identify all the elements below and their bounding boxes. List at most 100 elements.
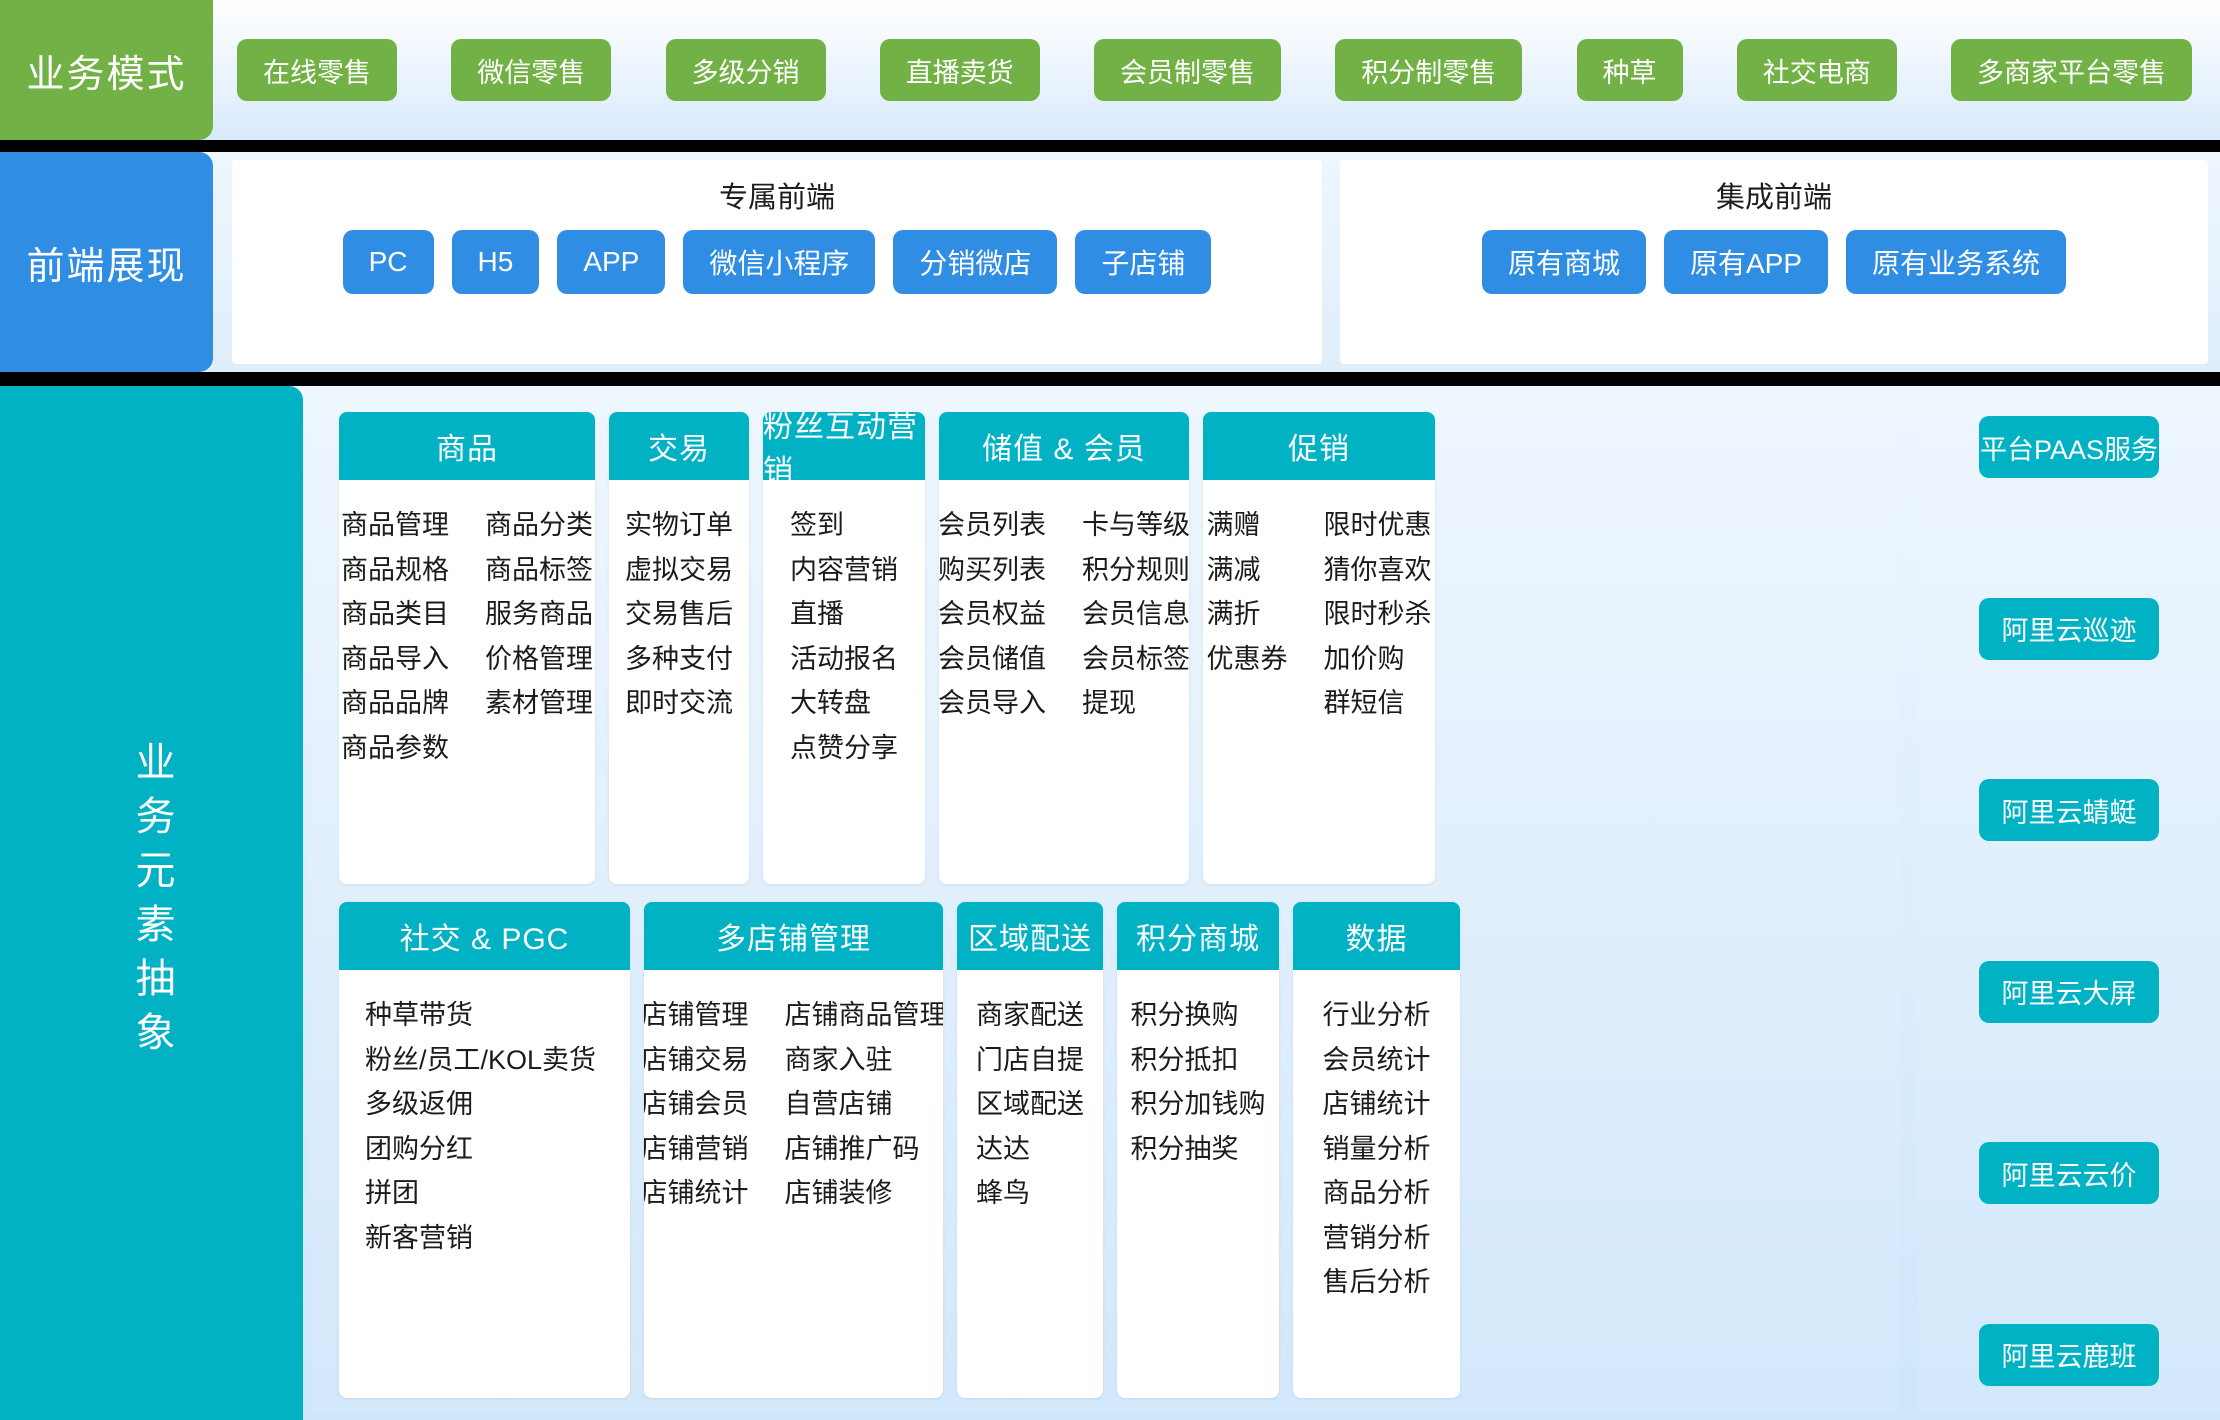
card-item[interactable]: 会员标签 (1082, 643, 1189, 674)
card-item[interactable]: 服务商品 (485, 599, 593, 630)
card-item[interactable]: 加价购 (1323, 643, 1405, 674)
card-item[interactable]: 交易售后 (625, 599, 733, 630)
card-item[interactable]: 销量分析 (1322, 1133, 1431, 1164)
card-item[interactable]: 商品分类 (485, 510, 593, 540)
card-item[interactable]: 团购分红 (365, 1133, 473, 1164)
card-item[interactable]: 会员信息 (1082, 599, 1189, 630)
frontend-chip[interactable]: 微信小程序 (683, 230, 876, 294)
card-item[interactable]: 购买列表 (939, 554, 1046, 585)
card-item[interactable]: 积分抽奖 (1130, 1133, 1239, 1164)
sidebar-item-yunjia[interactable]: 阿里云云价 (1979, 1142, 2159, 1205)
card-item[interactable]: 点赞分享 (790, 732, 898, 763)
card-item[interactable]: 会员储值 (939, 643, 1046, 674)
card-item[interactable]: 猜你喜欢 (1323, 554, 1432, 585)
card-item[interactable]: 店铺交易 (644, 1044, 749, 1075)
card-social-pgc[interactable]: 社交 & PGC 种草带货 粉丝/员工/KOL卖货 多级返佣 团购分红 拼团 新… (339, 902, 630, 1398)
card-item[interactable]: 限时秒杀 (1323, 599, 1432, 630)
card-item[interactable]: 店铺商品管理 (784, 1000, 944, 1030)
card-item[interactable]: 大转盘 (790, 688, 871, 719)
card-item[interactable]: 满减 (1206, 554, 1261, 585)
card-item[interactable]: 会员列表 (939, 510, 1046, 540)
card-item[interactable]: 种草带货 (365, 1000, 473, 1030)
card-item[interactable]: 即时交流 (625, 688, 733, 719)
card-item[interactable]: 商品规格 (341, 554, 449, 585)
card-item[interactable]: 积分抵扣 (1130, 1044, 1239, 1075)
card-item[interactable]: 店铺统计 (644, 1178, 749, 1209)
card-item[interactable]: 商品管理 (341, 510, 449, 540)
frontend-chip[interactable]: APP (557, 230, 666, 294)
card-item[interactable]: 店铺营销 (644, 1133, 749, 1164)
frontend-chip[interactable]: 分销微店 (893, 230, 1058, 294)
business-mode-chip[interactable]: 在线零售 (237, 39, 397, 101)
card-item[interactable]: 群短信 (1323, 688, 1405, 719)
card-item[interactable]: 蜂鸟 (976, 1178, 1030, 1209)
card-item[interactable]: 店铺管理 (644, 1000, 749, 1030)
card-item[interactable]: 达达 (976, 1133, 1030, 1164)
card-item[interactable]: 行业分析 (1322, 1000, 1431, 1030)
card-item[interactable]: 店铺会员 (644, 1089, 749, 1120)
frontend-chip[interactable]: 原有APP (1663, 230, 1829, 294)
sidebar-item-luban[interactable]: 阿里云鹿班 (1979, 1323, 2159, 1386)
frontend-chip[interactable]: PC (342, 230, 434, 294)
card-item[interactable]: 提现 (1082, 688, 1136, 719)
frontend-chip[interactable]: 子店铺 (1075, 230, 1212, 294)
card-item[interactable]: 积分规则 (1082, 554, 1189, 585)
card-item[interactable]: 优惠券 (1206, 643, 1288, 674)
card-item[interactable]: 积分换购 (1130, 1000, 1239, 1030)
card-item[interactable]: 活动报名 (790, 643, 898, 674)
card-promotion[interactable]: 促销 满赠 满减 满折 优惠券 限时优惠 猜你喜欢 限时秒杀 (1203, 412, 1435, 884)
frontend-chip[interactable]: H5 (451, 230, 540, 294)
card-points-mall[interactable]: 积分商城 积分换购 积分抵扣 积分加钱购 积分抽奖 (1117, 902, 1279, 1398)
card-trade[interactable]: 交易 实物订单 虚拟交易 交易售后 多种支付 即时交流 (609, 412, 749, 884)
card-item[interactable]: 新客营销 (365, 1222, 473, 1253)
card-item[interactable]: 签到 (790, 510, 844, 540)
card-item[interactable]: 价格管理 (485, 643, 593, 674)
sidebar-item-paas[interactable]: 平台PAAS服务 (1979, 416, 2159, 478)
business-mode-chip[interactable]: 积分制零售 (1335, 39, 1523, 101)
card-item[interactable]: 店铺统计 (1322, 1089, 1431, 1120)
card-item[interactable]: 商品标签 (485, 554, 593, 585)
card-item[interactable]: 门店自提 (976, 1044, 1084, 1075)
card-item[interactable]: 内容营销 (790, 554, 898, 585)
business-mode-chip[interactable]: 多商家平台零售 (1951, 39, 2192, 101)
business-mode-chip[interactable]: 微信零售 (451, 39, 612, 101)
card-item[interactable]: 售后分析 (1322, 1267, 1431, 1298)
card-item[interactable]: 多级返佣 (365, 1089, 473, 1120)
sidebar-item-xunji[interactable]: 阿里云巡迹 (1979, 597, 2159, 660)
card-item[interactable]: 满赠 (1206, 510, 1261, 540)
card-regional-delivery[interactable]: 区域配送 商家配送 门店自提 区域配送 达达 蜂鸟 (957, 902, 1103, 1398)
sidebar-item-daping[interactable]: 阿里云大屏 (1979, 960, 2159, 1023)
card-item[interactable]: 卡与等级 (1082, 510, 1189, 540)
business-mode-chip[interactable]: 多级分销 (665, 39, 826, 101)
frontend-chip[interactable]: 原有业务系统 (1846, 230, 2067, 294)
card-multi-shop[interactable]: 多店铺管理 店铺管理 店铺交易 店铺会员 店铺营销 店铺统计 店铺商品管理 商家… (644, 902, 943, 1398)
card-item[interactable]: 商品分析 (1322, 1178, 1431, 1209)
business-mode-chip[interactable]: 种草 (1576, 39, 1683, 101)
card-item[interactable]: 商家入驻 (784, 1044, 893, 1075)
card-item[interactable]: 商品导入 (341, 643, 449, 674)
card-item[interactable]: 自营店铺 (784, 1089, 893, 1120)
card-item[interactable]: 多种支付 (625, 643, 733, 674)
card-item[interactable]: 商品类目 (341, 599, 449, 630)
card-item[interactable]: 会员权益 (939, 599, 1046, 630)
card-item[interactable]: 会员导入 (939, 688, 1046, 719)
card-item[interactable]: 粉丝/员工/KOL卖货 (365, 1044, 597, 1075)
business-mode-chip[interactable]: 社交电商 (1736, 39, 1897, 101)
card-item[interactable]: 营销分析 (1322, 1222, 1431, 1253)
card-item[interactable]: 拼团 (365, 1178, 419, 1209)
card-item[interactable]: 商品参数 (341, 732, 449, 763)
business-mode-chip[interactable]: 会员制零售 (1094, 39, 1281, 101)
card-item[interactable]: 虚拟交易 (625, 554, 733, 585)
frontend-chip[interactable]: 原有商城 (1481, 230, 1646, 294)
card-item[interactable]: 实物订单 (625, 510, 733, 540)
card-item[interactable]: 积分加钱购 (1130, 1089, 1266, 1120)
card-item[interactable]: 商品品牌 (341, 688, 449, 719)
sidebar-item-qingting[interactable]: 阿里云蜻蜓 (1979, 779, 2159, 842)
card-item[interactable]: 会员统计 (1322, 1044, 1431, 1075)
card-item[interactable]: 素材管理 (485, 688, 593, 719)
card-item[interactable]: 店铺推广码 (784, 1133, 920, 1164)
card-item[interactable]: 区域配送 (976, 1089, 1084, 1120)
card-item[interactable]: 直播 (790, 599, 844, 630)
card-item[interactable]: 商家配送 (976, 1000, 1084, 1030)
card-goods[interactable]: 商品 商品管理 商品规格 商品类目 商品导入 商品品牌 商品参数 商品分类 (339, 412, 595, 884)
